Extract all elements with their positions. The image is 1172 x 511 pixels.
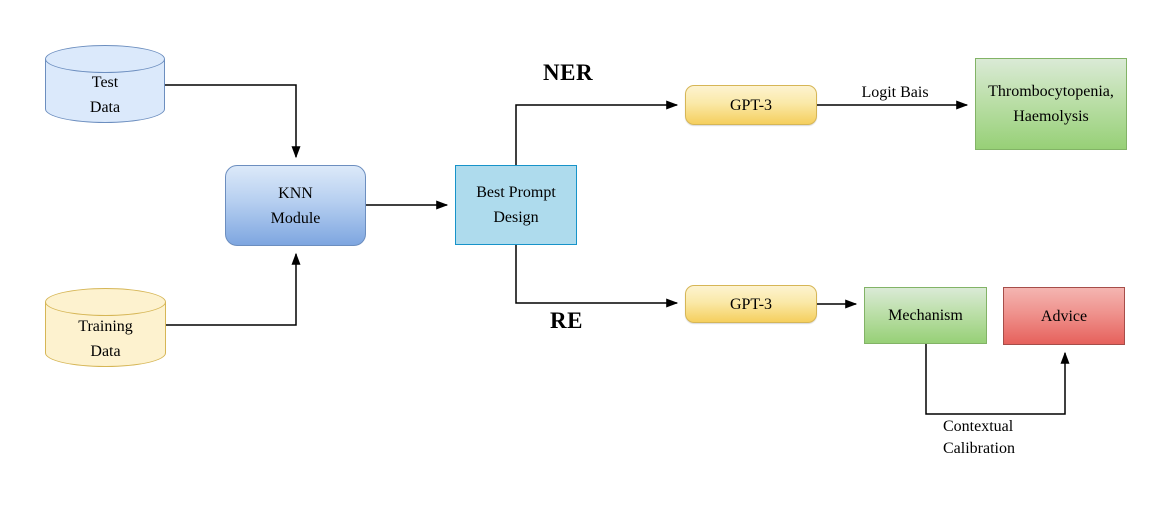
ner-output-line1: Thrombocytopenia, <box>988 83 1114 100</box>
node-training-data: Training Data <box>45 288 166 367</box>
best-prompt-line1: Best Prompt <box>476 184 556 201</box>
test-data-line2: Data <box>89 99 121 116</box>
edge-mechanism-to-advice <box>925 344 1070 415</box>
test-data-label: Test Data <box>45 67 165 123</box>
contextual-line2: Calibration <box>943 440 1015 457</box>
training-data-line2: Data <box>90 342 121 360</box>
gpt3-ner-label: GPT-3 <box>729 96 773 114</box>
node-gpt3-re: GPT-3 <box>685 285 817 323</box>
node-gpt3-ner: GPT-3 <box>685 85 817 125</box>
edge-testdata-to-knn <box>165 84 301 159</box>
advice-label: Advice <box>1040 307 1088 325</box>
edge-prompt-to-gpt3-ner <box>515 100 679 165</box>
contextual-line1: Contextual <box>943 418 1014 435</box>
knn-module-line1: KNN <box>278 184 313 202</box>
edge-label-logit-bias: Logit Bais <box>861 84 929 101</box>
training-data-line1: Training <box>78 317 133 335</box>
edge-trainingdata-to-knn <box>166 252 301 326</box>
knn-module-line2: Module <box>270 209 321 227</box>
node-ner-output: Thrombocytopenia, Haemolysis <box>975 58 1127 150</box>
edge-label-ner: NER <box>543 60 594 85</box>
best-prompt-line2: Design <box>493 209 539 226</box>
training-data-label: Training Data <box>45 310 166 367</box>
edge-label-re: RE <box>550 308 583 333</box>
test-data-line1: Test <box>91 74 119 91</box>
node-test-data: Test Data <box>45 45 165 123</box>
cylinder-top-ellipse <box>45 288 166 316</box>
node-best-prompt-design: Best Prompt Design <box>455 165 577 245</box>
edge-label-contextual-calibration: Contextual Calibration <box>943 416 1015 460</box>
cylinder-top-ellipse <box>45 45 165 73</box>
node-mechanism: Mechanism <box>864 287 987 344</box>
node-advice: Advice <box>1003 287 1125 345</box>
node-knn-module: KNN Module <box>225 165 366 246</box>
gpt3-re-label: GPT-3 <box>729 295 773 313</box>
edge-prompt-to-gpt3-re <box>515 245 679 308</box>
mechanism-label: Mechanism <box>888 307 963 324</box>
ner-output-line2: Haemolysis <box>1013 108 1089 125</box>
